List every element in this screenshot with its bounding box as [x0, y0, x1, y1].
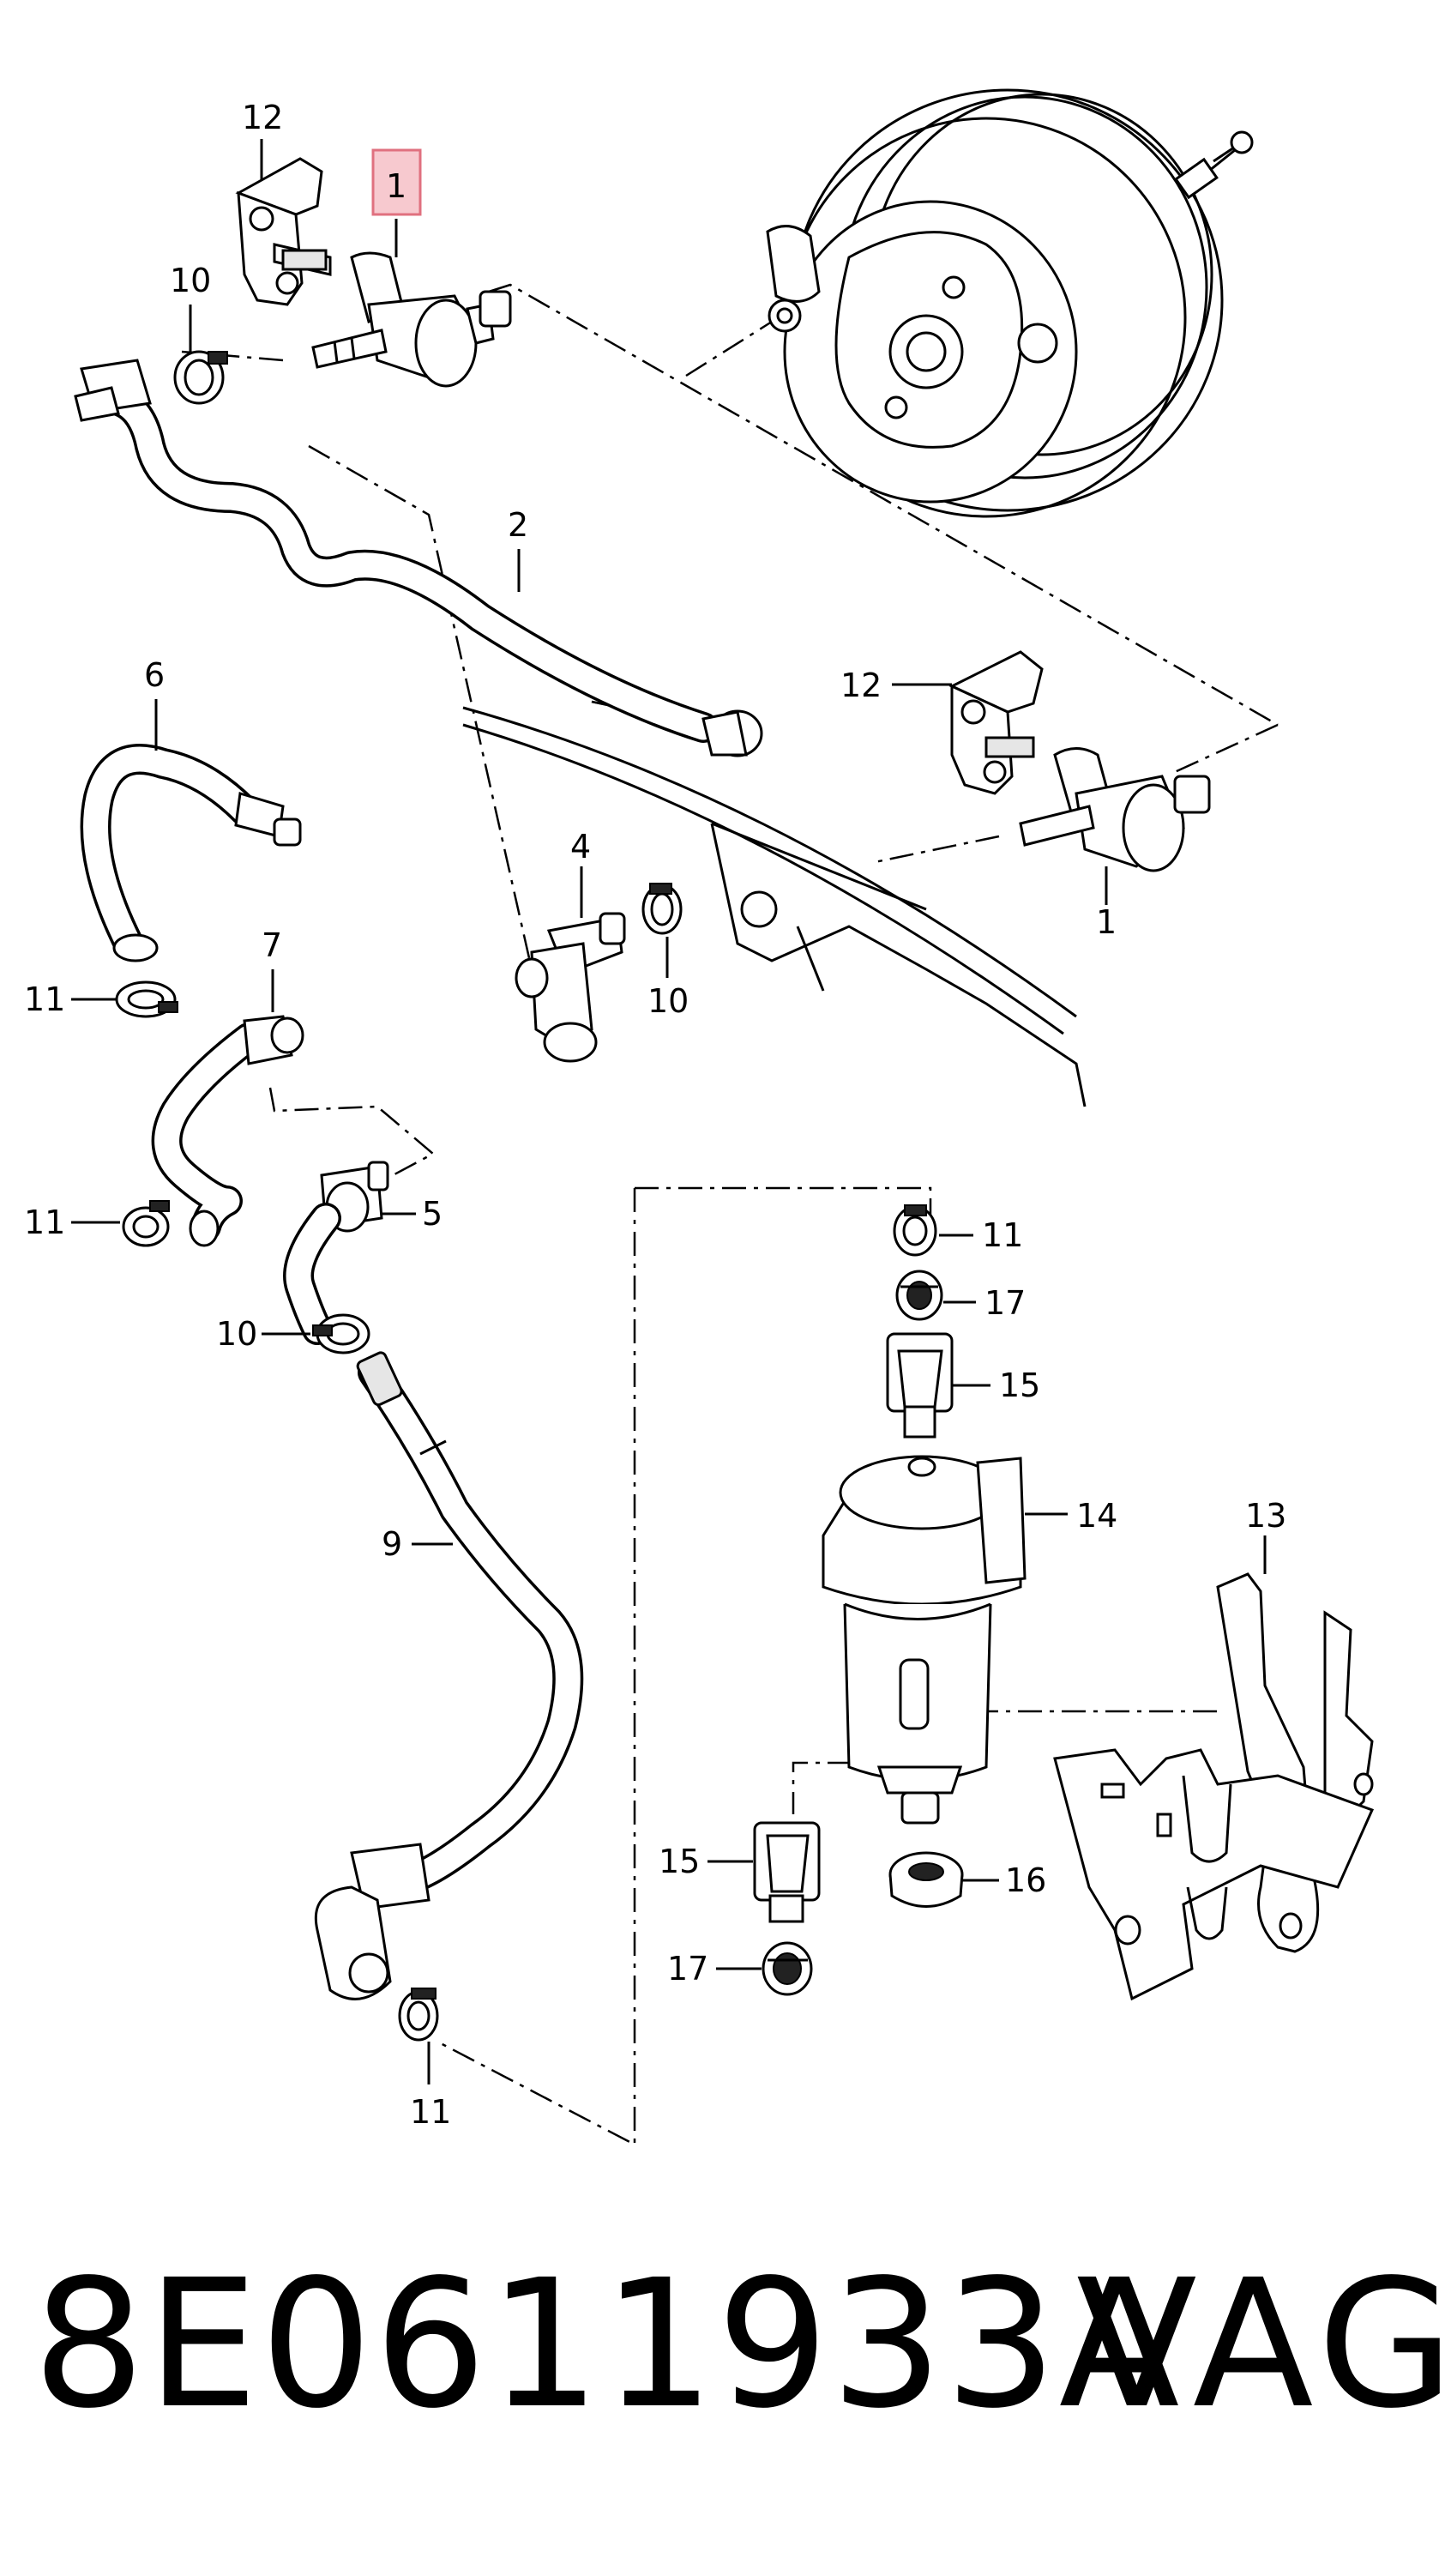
clamp-11-bottom: [398, 1988, 439, 2042]
label-15-top: 15: [999, 1366, 1040, 1404]
label-11-left-mid: 11: [24, 1204, 65, 1241]
check-valve-1-top: [311, 251, 512, 388]
connector-15-bottom: [753, 1821, 821, 1923]
connector-4: [515, 912, 626, 1063]
check-valve-1-right: [1019, 747, 1211, 872]
body-panel: [462, 706, 1087, 1107]
label-11-left-top: 11: [24, 980, 65, 1018]
part-labels: 1 1 2 4 5 6 7 9 10 10 10 11 11 11 11 12 …: [24, 99, 1286, 2131]
grommet-16: [888, 1851, 964, 1908]
label-11-bottom: 11: [410, 2093, 451, 2131]
label-7: 7: [262, 926, 282, 964]
label-1-top: 1: [386, 167, 406, 205]
label-10-mid: 10: [647, 982, 689, 1020]
brand-name: VAG: [1076, 2241, 1445, 2447]
label-15-bottom: 15: [659, 1843, 700, 1880]
parts-diagram: 1 1 2 4 5 6 7 9 10 10 10 11 11 11 11 12 …: [24, 88, 1375, 2147]
label-17-bottom: 17: [667, 1950, 708, 1988]
footer: 8E0611933A VAG: [0, 2222, 1445, 2479]
clamp-10-top: [173, 350, 228, 405]
label-2: 2: [508, 506, 528, 544]
label-6: 6: [144, 656, 165, 694]
brake-booster: [766, 88, 1254, 518]
bracket-13: [1053, 1572, 1375, 2001]
label-11-right: 11: [982, 1216, 1023, 1254]
label-14: 14: [1076, 1497, 1117, 1535]
connector-15-top: [886, 1332, 954, 1439]
hose-2: [74, 359, 763, 757]
bracket-12-top: [235, 157, 332, 306]
cap-17-top: [895, 1270, 943, 1321]
clamp-10-mid: [641, 883, 683, 935]
leader-lines: [71, 139, 1267, 2084]
label-17-top: 17: [984, 1284, 1026, 1322]
label-10-lower: 10: [216, 1315, 257, 1353]
label-5: 5: [422, 1195, 443, 1233]
part-number: 8E0611933A: [33, 2241, 1182, 2447]
label-13: 13: [1245, 1497, 1286, 1535]
hose-9: [314, 1351, 584, 2000]
label-16: 16: [1005, 1861, 1046, 1899]
label-12-right: 12: [840, 667, 882, 704]
label-4: 4: [570, 828, 591, 866]
vacuum-reservoir-14: [822, 1455, 1027, 1825]
cap-17-bottom: [762, 1941, 813, 1996]
hose-7: [151, 1015, 304, 1247]
clamp-10-lower: [312, 1313, 370, 1354]
highlight-box: [371, 148, 422, 216]
clamp-11-right: [893, 1204, 937, 1257]
label-10-top: 10: [170, 262, 211, 299]
hose-6: [80, 744, 302, 962]
label-1-right: 1: [1096, 903, 1117, 941]
bracket-12-right: [948, 650, 1044, 795]
connector-5: [283, 1161, 389, 1345]
label-12-top: 12: [242, 99, 283, 136]
clamp-11-left-top: [115, 980, 178, 1018]
label-9: 9: [382, 1525, 402, 1563]
clamp-11-left-mid: [122, 1200, 170, 1247]
